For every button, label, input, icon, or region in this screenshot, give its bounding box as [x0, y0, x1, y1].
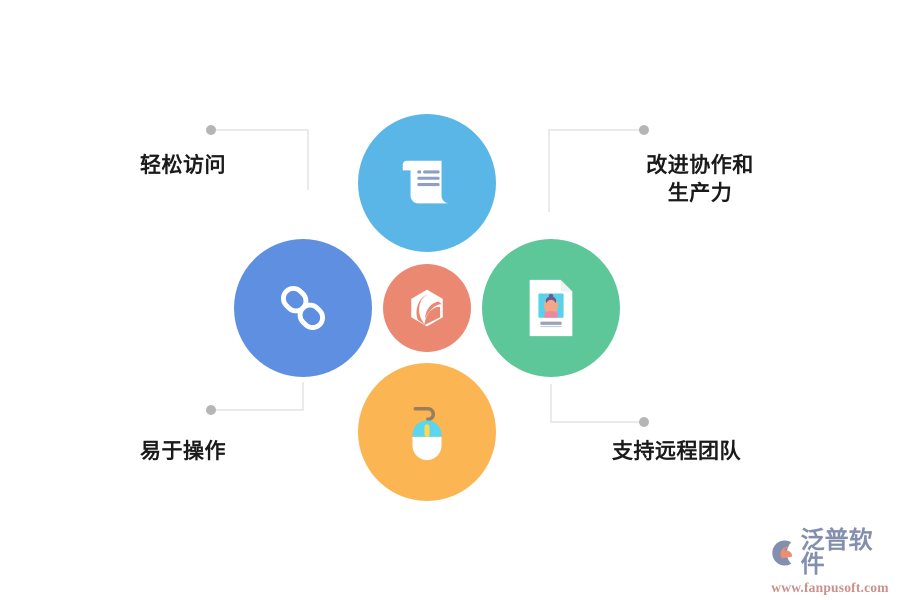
label-improved-collaboration: 改进协作和 生产力 [646, 154, 754, 205]
scroll-document-icon [402, 160, 450, 204]
node-circle-center-logo[interactable] [383, 264, 471, 352]
id-card-document-icon [529, 279, 573, 337]
label-support-remote-teams: 支持远程团队 [612, 440, 741, 463]
watermark-brand-text: 泛普软件 [800, 526, 873, 578]
node-circle-easy-to-operate-link[interactable] [234, 239, 372, 377]
chain-link-icon [280, 285, 326, 331]
watermark-url-text: www.fanpusoft.com [771, 579, 889, 595]
connector-bottom-right [550, 384, 644, 423]
node-circle-easy-to-operate-mouse[interactable] [358, 363, 496, 501]
connector-bottom-left [211, 382, 304, 411]
connector-dot-bottom-left [206, 405, 216, 415]
label-easy-access: 轻松访问 [140, 154, 226, 177]
hexagon-leaf-logo-icon [411, 289, 443, 327]
node-circle-support-remote-teams[interactable] [482, 239, 620, 377]
watermark-brand-row: 泛普软件 [768, 526, 892, 578]
fanpu-logo-icon [772, 539, 793, 566]
label-easy-to-operate: 易于操作 [140, 440, 226, 463]
watermark: 泛普软件 www.fanpusoft.com [768, 528, 892, 595]
connector-dot-top-left [206, 125, 216, 135]
connector-dot-bottom-right [639, 417, 649, 427]
connector-dot-top-right [639, 125, 649, 135]
node-circle-easy-access[interactable] [358, 114, 496, 252]
computer-mouse-icon [412, 407, 442, 461]
